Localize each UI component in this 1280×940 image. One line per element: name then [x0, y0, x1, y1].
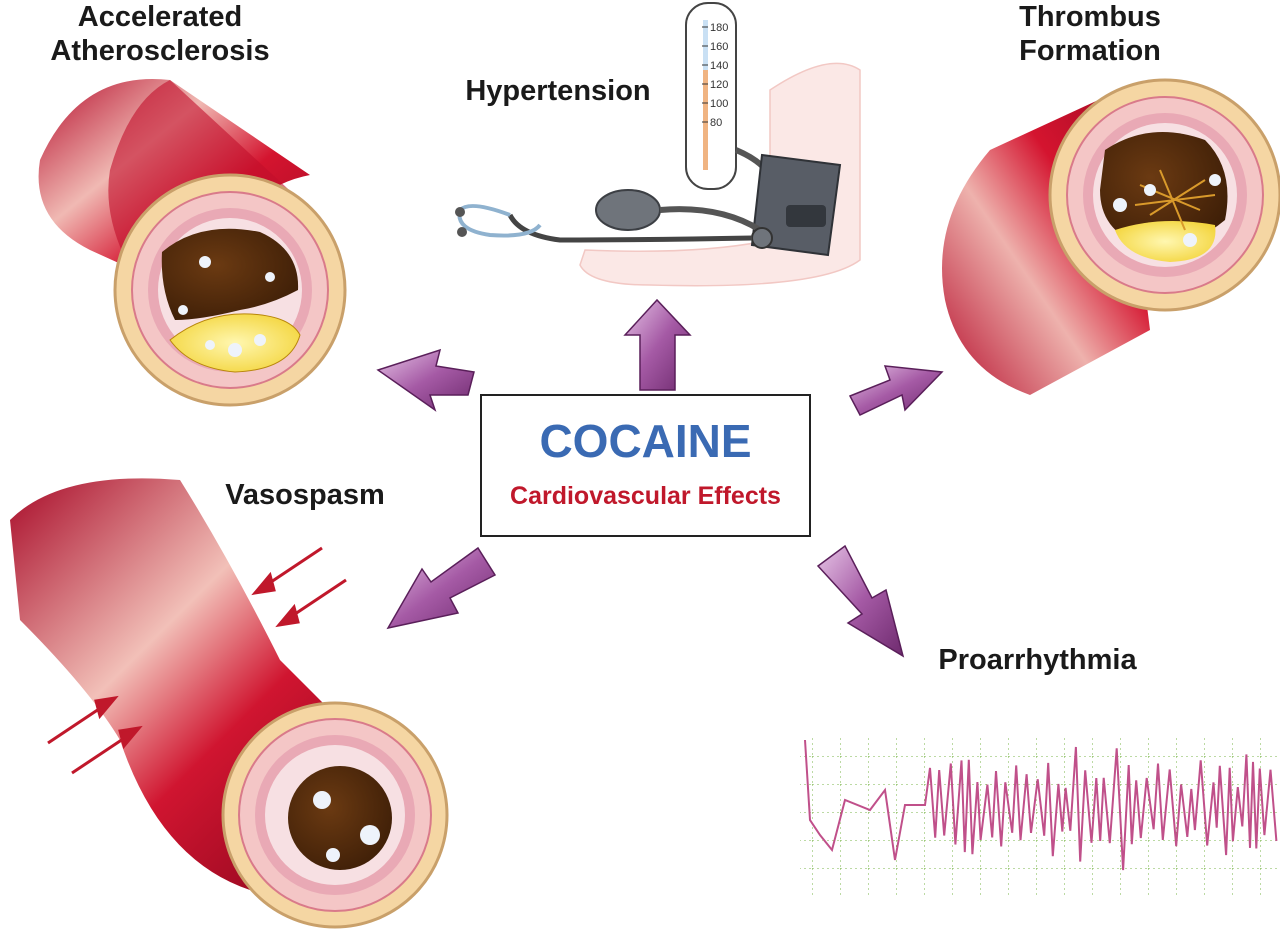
- gauge-scale: 180 160 140 120 100 80: [702, 22, 728, 129]
- label-proarrhythmia: Proarrhythmia: [938, 644, 1137, 676]
- label-atherosclerosis-line2: Atherosclerosis: [50, 35, 270, 67]
- thrombus-vessel: [942, 78, 1280, 395]
- atherosclerosis-vessel: [38, 79, 347, 407]
- gauge-tick-label: 100: [710, 98, 728, 110]
- gauge-tick-label: 160: [710, 41, 728, 53]
- ecg-trace-icon: [804, 739, 1278, 871]
- arrow-icon-proarrhythmia: [816, 544, 905, 658]
- label-thrombus-line2: Formation: [1019, 35, 1161, 67]
- gauge-tick-label: 80: [710, 117, 722, 129]
- gauge-tick-label: 140: [710, 60, 728, 72]
- gauge-tick-label: 180: [710, 22, 728, 34]
- ecg-strip: [800, 735, 1278, 895]
- cocaine-center-box: COCAINE Cardiovascular Effects: [480, 394, 811, 537]
- label-atherosclerosis-line1: Accelerated: [77, 1, 243, 33]
- label-vasospasm: Vasospasm: [225, 479, 385, 511]
- center-title: COCAINE: [539, 415, 752, 467]
- arrow-icon-atherosclerosis: [376, 348, 475, 412]
- gauge-tick-label: 120: [710, 79, 728, 91]
- sphygmomanometer-icon: [507, 2, 861, 287]
- label-hypertension: Hypertension: [465, 75, 651, 107]
- center-subtitle: Cardiovascular Effects: [510, 482, 781, 510]
- arrow-icon-hypertension: [623, 298, 692, 391]
- label-thrombus-line1: Thrombus: [1019, 1, 1161, 33]
- arrow-icon-vasospasm: [386, 546, 497, 630]
- vasospasm-vessel: [10, 478, 449, 929]
- arrow-icon-thrombus: [848, 365, 944, 416]
- label-atherosclerosis: Accelerated Atherosclerosis: [20, 0, 300, 68]
- label-thrombus: Thrombus Formation: [990, 0, 1190, 68]
- stethoscope-icon: [455, 204, 542, 238]
